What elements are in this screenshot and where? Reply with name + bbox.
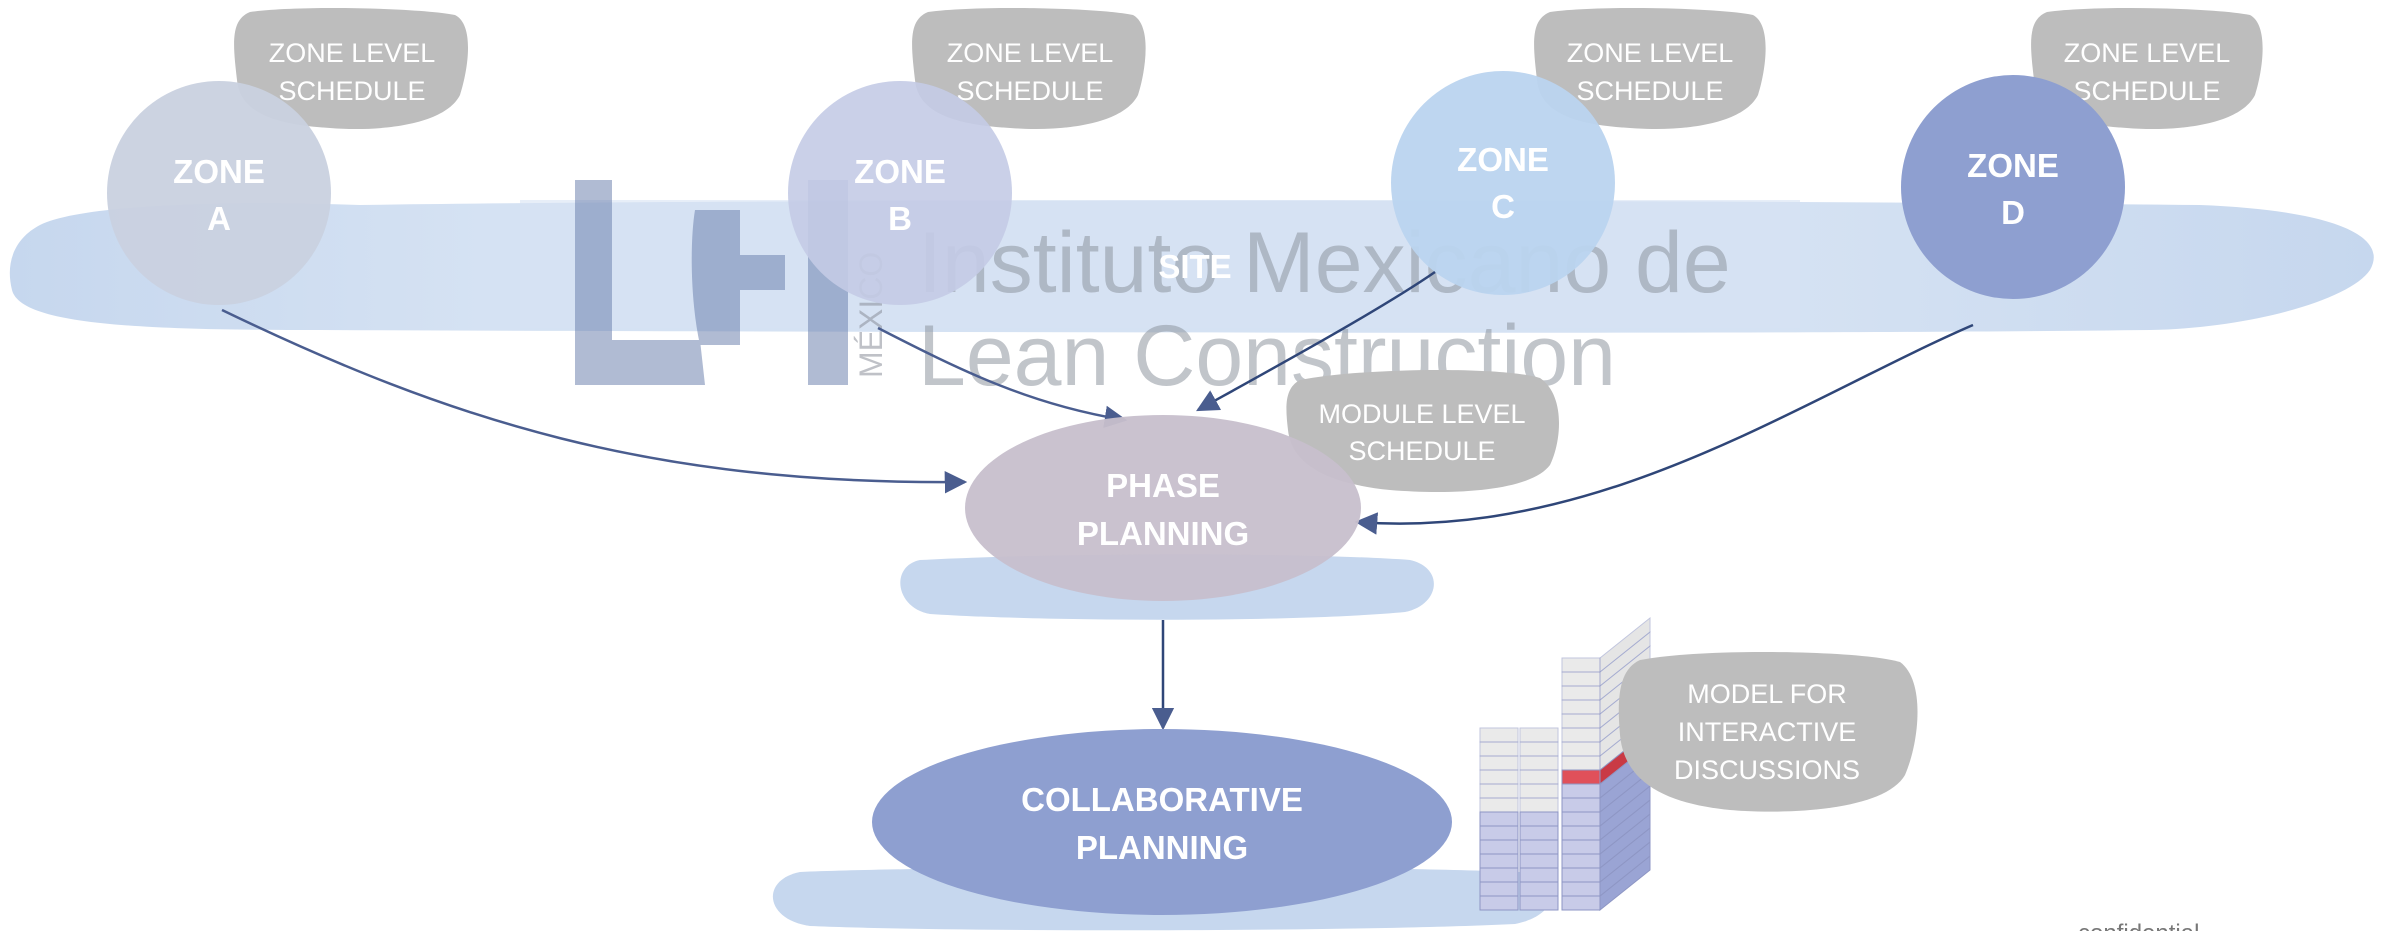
module-floor-front	[1479, 825, 1519, 841]
watermark-line-1: Instituto Mexicano de	[918, 215, 1731, 311]
arrow-zone-b-to-phase	[877, 326, 1128, 428]
module-floor-front	[1479, 769, 1519, 785]
zone-a-circle	[107, 81, 331, 305]
module-floor-front	[1479, 797, 1519, 813]
model-bubble-line-1: MODEL FOR	[1687, 679, 1847, 709]
zone-d-schedule-line-1: ZONE LEVEL	[2064, 38, 2231, 68]
module-schedule-line-1: MODULE LEVEL	[1318, 399, 1525, 429]
zone-d-schedule-line-2: SCHEDULE	[2073, 76, 2220, 106]
module-floor-front	[1519, 825, 1559, 841]
zone-b-schedule-bubble	[912, 8, 1146, 130]
building-model-icon	[1479, 616, 1651, 912]
module-schedule-line-2: SCHEDULE	[1348, 436, 1495, 466]
zone-c-title: ZONE	[1457, 141, 1549, 178]
zone-c-schedule-bubble	[1534, 8, 1766, 130]
module-floor-front	[1561, 839, 1601, 855]
zone-b-schedule-line-1: ZONE LEVEL	[947, 38, 1114, 68]
module-floor-front	[1519, 853, 1559, 869]
module-floor-front	[1561, 657, 1601, 673]
model-bubble-line-3: DISCUSSIONS	[1674, 755, 1860, 785]
module-floor-front	[1479, 853, 1519, 869]
module-floor-front	[1561, 867, 1601, 883]
zone-b-schedule-line-2: SCHEDULE	[956, 76, 1103, 106]
phase-planning-ellipse	[965, 415, 1361, 601]
module-floor-front	[1561, 797, 1601, 813]
module-floor-front	[1479, 755, 1519, 771]
phase-planning-line-2: PLANNING	[1077, 515, 1249, 552]
module-floor-front	[1519, 783, 1559, 799]
zone-a-schedule-bubble	[234, 8, 469, 130]
model-bubble	[1618, 651, 1918, 812]
zone-a-schedule-line-1: ZONE LEVEL	[269, 38, 436, 68]
module-floor-front	[1479, 727, 1519, 743]
arrow-zone-d-to-phase	[1354, 323, 1974, 535]
module-floor-front	[1519, 755, 1559, 771]
zone-c-circle	[1391, 71, 1615, 295]
logo-l-shape	[575, 180, 705, 385]
module-floor-front	[1561, 811, 1601, 827]
module-schedule-bubble	[1286, 369, 1560, 492]
zone-d-letter: D	[2001, 194, 2025, 231]
collaborative-planning-ellipse	[872, 729, 1452, 915]
zone-a-schedule-line-2: SCHEDULE	[278, 76, 425, 106]
site-label: SITE	[1158, 248, 1231, 285]
zone-b-circle	[788, 81, 1012, 305]
module-floor-front	[1561, 685, 1601, 701]
module-floor-front	[1561, 741, 1601, 757]
logo-bar	[695, 255, 785, 290]
zone-d-circle	[1901, 75, 2125, 299]
module-floor-front	[1561, 825, 1601, 841]
zone-c-letter: C	[1491, 188, 1515, 225]
module-floor-front	[1479, 811, 1519, 827]
module-floor-front	[1561, 713, 1601, 729]
zone-c-schedule-line-2: SCHEDULE	[1576, 76, 1723, 106]
module-floor-front	[1479, 741, 1519, 757]
module-floor-front	[1519, 769, 1559, 785]
zone-b-letter: B	[888, 200, 912, 237]
module-floor-front	[1561, 783, 1601, 799]
module-floor-front	[1519, 895, 1559, 911]
module-floor-front	[1479, 895, 1519, 911]
module-floor-front	[1479, 881, 1519, 897]
module-floor-front	[1561, 881, 1601, 897]
module-floor-front	[1479, 839, 1519, 855]
module-floor-front	[1519, 741, 1559, 757]
zone-a-letter: A	[207, 200, 231, 237]
module-floor-front	[1561, 769, 1601, 785]
module-floor-front	[1561, 755, 1601, 771]
model-bubble-line-2: INTERACTIVE	[1678, 717, 1857, 747]
zone-c-schedule-line-1: ZONE LEVEL	[1567, 38, 1734, 68]
module-floor-front	[1519, 881, 1559, 897]
collaborative-planning-line-1: COLLABORATIVE	[1021, 781, 1303, 818]
phase-planning-line-1: PHASE	[1106, 467, 1220, 504]
module-floor-front	[1519, 811, 1559, 827]
module-floor-front	[1561, 853, 1601, 869]
zone-d-title: ZONE	[1967, 147, 2059, 184]
collaborative-planning-line-2: PLANNING	[1076, 829, 1248, 866]
module-floor-front	[1479, 867, 1519, 883]
module-floor-front	[1519, 797, 1559, 813]
module-floor-front	[1479, 783, 1519, 799]
zone-a-title: ZONE	[173, 153, 265, 190]
module-floor-front	[1561, 671, 1601, 687]
zone-d-schedule-bubble	[2031, 8, 2263, 130]
confidential-footer: confidential	[2078, 920, 2199, 931]
arrow-zone-c-to-phase	[1196, 270, 1436, 412]
zone-b-title: ZONE	[854, 153, 946, 190]
module-floor-front	[1519, 727, 1559, 743]
module-floor-side	[1599, 616, 1651, 674]
module-floor-front	[1561, 727, 1601, 743]
module-floor-front	[1561, 895, 1601, 911]
arrow-zone-a-to-phase	[221, 308, 968, 494]
module-floor-front	[1519, 839, 1559, 855]
module-floor-front	[1519, 867, 1559, 883]
module-floor-front	[1561, 699, 1601, 715]
